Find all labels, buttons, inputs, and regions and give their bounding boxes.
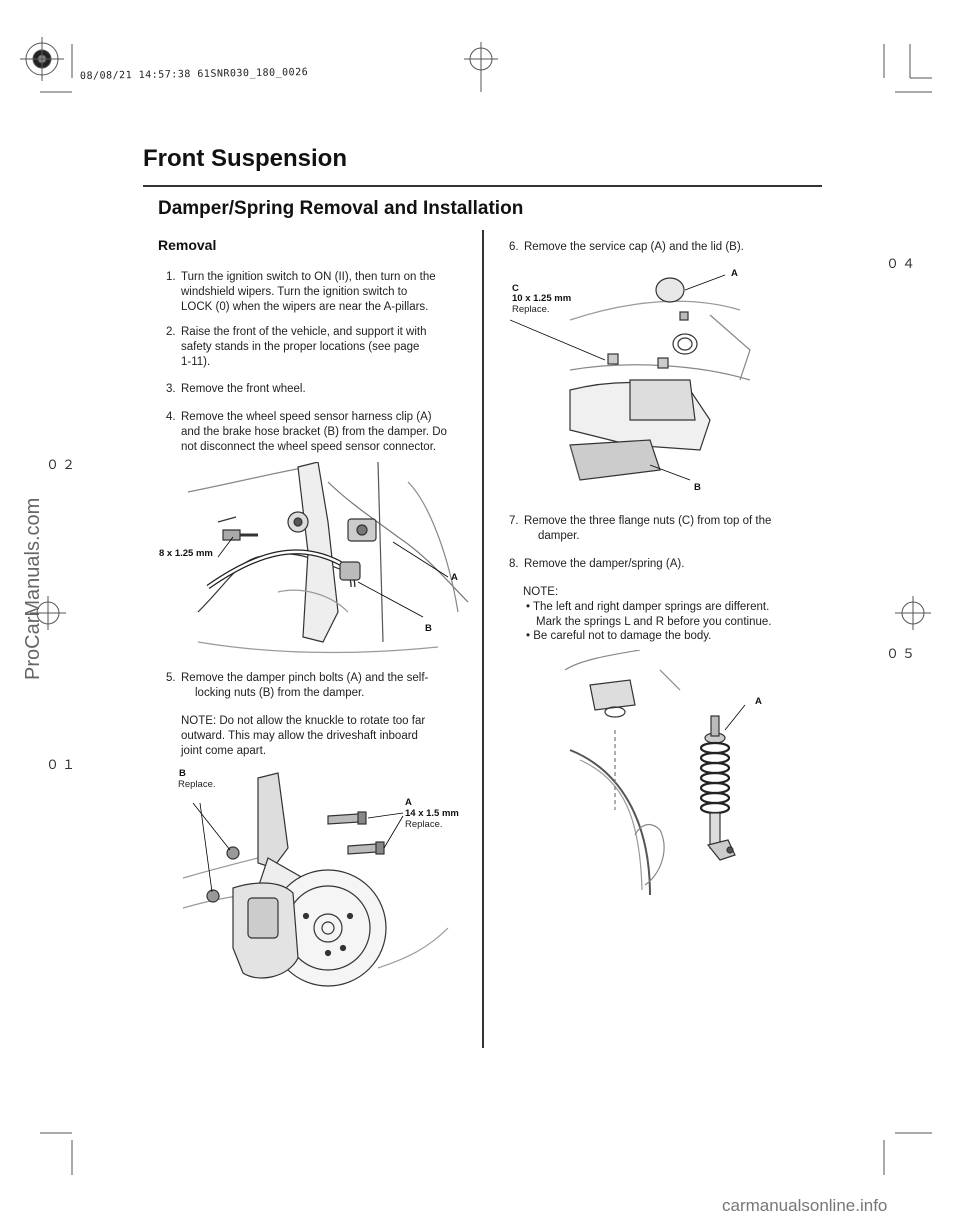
fig2-label-a: A xyxy=(405,797,412,808)
page-title: Front Suspension xyxy=(143,145,347,172)
step-5: 5. Remove the damper pinch bolts (A) and… xyxy=(166,672,429,699)
title-rule xyxy=(143,185,822,187)
step-4: 4. Remove the wheel speed sensor harness… xyxy=(166,411,447,453)
column-divider xyxy=(482,230,484,1048)
fig1-bolt-label: 8 x 1.25 mm xyxy=(159,548,213,559)
corner-mark-05: ０５ xyxy=(886,647,919,662)
step-8-bullet-1: • The left and right damper springs are … xyxy=(526,601,772,628)
figure-damper-spring xyxy=(564,650,746,896)
fig1-label-b: B xyxy=(425,623,432,634)
fig2-a-size: 14 x 1.5 mm xyxy=(405,808,459,819)
fig3-c-note: Replace. xyxy=(512,304,550,315)
section-title: Damper/Spring Removal and Installation xyxy=(158,198,524,219)
step-2: 2. Raise the front of the vehicle, and s… xyxy=(166,326,427,368)
step-8-bullet-2: • Be careful not to damage the body. xyxy=(526,630,712,642)
step-5-note: NOTE: Do not allow the knuckle to rotate… xyxy=(181,715,426,757)
fig3-c-size: 10 x 1.25 mm xyxy=(512,293,572,304)
corner-mark-04: ０４ xyxy=(886,257,919,272)
fig3-label-b: B xyxy=(694,482,701,493)
step-8: 8. Remove the damper/spring (A). xyxy=(509,558,685,570)
step-8-note-label: NOTE: xyxy=(523,586,559,598)
fig4-label-a: A xyxy=(755,696,762,707)
figure-service-cap xyxy=(510,274,751,481)
fig2-label-b: B xyxy=(179,768,186,779)
step-6: 6. Remove the service cap (A) and the li… xyxy=(509,241,744,253)
step-3: 3. Remove the front wheel. xyxy=(166,383,306,395)
fig2-a-note: Replace. xyxy=(405,819,443,830)
fig2-b-note: Replace. xyxy=(178,779,216,790)
fig3-label-a: A xyxy=(731,268,738,279)
step-7: 7. Remove the three flange nuts (C) from… xyxy=(509,515,772,542)
footer-watermark[interactable]: carmanualsonline.info xyxy=(722,1196,888,1215)
side-watermark: ProCarManuals.com xyxy=(22,497,44,680)
subsection-title: Removal xyxy=(158,237,217,253)
fig3-label-c: C xyxy=(512,283,519,294)
figure-clip-bracket xyxy=(187,462,469,654)
step-1: 1. Turn the ignition switch to ON (II), … xyxy=(166,271,436,313)
corner-mark-01: ０１ xyxy=(46,758,79,773)
fig1-label-a: A xyxy=(451,572,458,583)
corner-mark-02: ０２ xyxy=(46,458,79,473)
figure-pinch-bolts xyxy=(182,772,449,987)
